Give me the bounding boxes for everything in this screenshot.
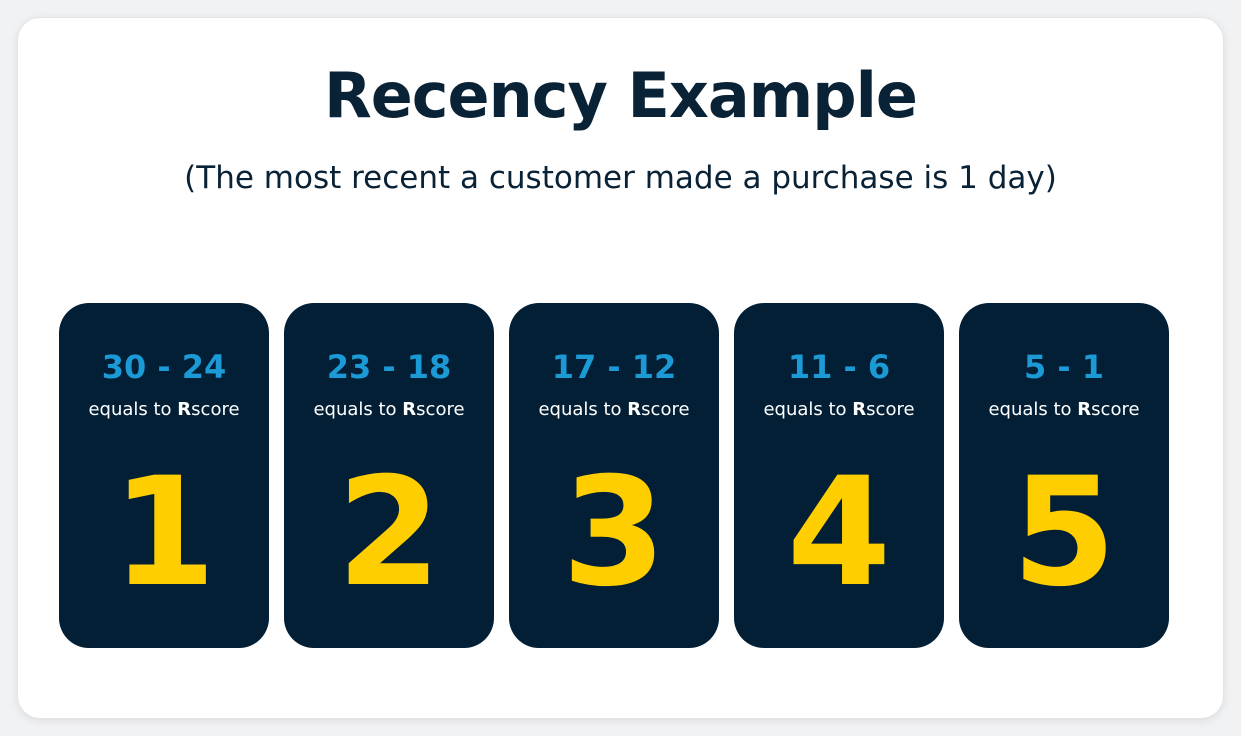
- caption-suffix: score: [191, 399, 240, 420]
- recency-range: 30 - 24: [101, 348, 227, 386]
- caption-strong: R: [852, 399, 867, 420]
- caption-suffix: score: [1091, 399, 1140, 420]
- score-caption: equals to Rscore: [284, 398, 494, 422]
- caption-prefix: equals to: [763, 399, 853, 420]
- r-score-value: 2: [336, 446, 442, 620]
- recency-range: 17 - 12: [551, 348, 677, 386]
- score-card-2: 23 - 18 equals to Rscore 2: [284, 303, 494, 648]
- caption-strong: R: [627, 399, 642, 420]
- score-caption: equals to Rscore: [734, 398, 944, 422]
- r-score-value: 3: [561, 446, 667, 620]
- caption-suffix: score: [641, 399, 690, 420]
- score-cards: 30 - 24 equals to Rscore 1 23 - 18 equal…: [59, 303, 1169, 648]
- caption-strong: R: [1077, 399, 1092, 420]
- score-caption: equals to Rscore: [959, 398, 1169, 422]
- page-subtitle: (The most recent a customer made a purch…: [184, 160, 1057, 196]
- caption-prefix: equals to: [88, 399, 178, 420]
- r-score-value: 5: [1011, 446, 1117, 620]
- recency-range: 23 - 18: [326, 348, 452, 386]
- caption-strong: R: [177, 399, 192, 420]
- recency-range: 11 - 6: [787, 348, 891, 386]
- r-score-value: 4: [786, 446, 892, 620]
- caption-prefix: equals to: [538, 399, 628, 420]
- recency-range: 5 - 1: [1023, 348, 1105, 386]
- score-card-5: 5 - 1 equals to Rscore 5: [959, 303, 1169, 648]
- caption-prefix: equals to: [313, 399, 403, 420]
- r-score-value: 1: [111, 446, 217, 620]
- page-title: Recency Example: [324, 59, 918, 132]
- caption-suffix: score: [416, 399, 465, 420]
- score-caption: equals to Rscore: [59, 398, 269, 422]
- score-card-4: 11 - 6 equals to Rscore 4: [734, 303, 944, 648]
- caption-strong: R: [402, 399, 417, 420]
- score-card-3: 17 - 12 equals to Rscore 3: [509, 303, 719, 648]
- score-caption: equals to Rscore: [509, 398, 719, 422]
- caption-suffix: score: [866, 399, 915, 420]
- score-card-1: 30 - 24 equals to Rscore 1: [59, 303, 269, 648]
- recency-panel: Recency Example (The most recent a custo…: [18, 18, 1223, 718]
- caption-prefix: equals to: [988, 399, 1078, 420]
